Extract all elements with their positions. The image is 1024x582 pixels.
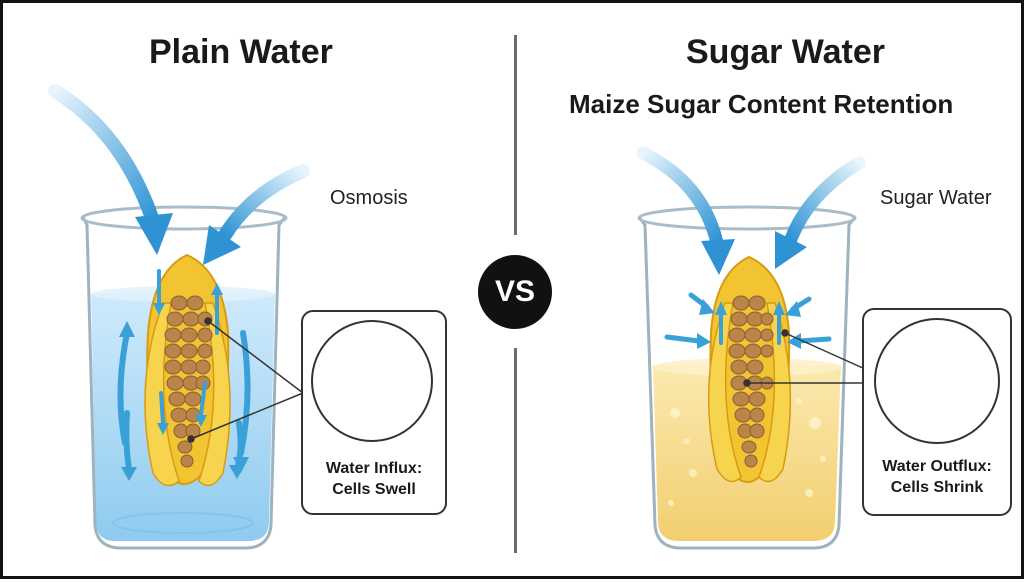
center-divider-bottom <box>514 348 517 553</box>
right-beaker-glass <box>637 216 857 550</box>
water-outflux-line2: Cells Shrink <box>890 479 984 496</box>
right-connector-lines <box>743 329 866 387</box>
water-outflux-line1: Water Outflux: <box>882 458 992 475</box>
water-influx-line2: Cells Swell <box>332 481 416 498</box>
sugar-water-label: Sugar Water <box>880 187 992 209</box>
sugar-water-title: Sugar Water <box>686 33 886 71</box>
water-outflux-callout: Water Outflux: Cells Shrink <box>862 308 1012 516</box>
right-corn <box>707 255 792 483</box>
left-beaker-glass <box>81 216 287 550</box>
sugar-retention-subtitle: Maize Sugar Content Retention <box>569 89 954 119</box>
left-corn <box>144 253 231 487</box>
left-connector-lines <box>187 317 304 443</box>
plain-water-title: Plain Water <box>149 33 333 71</box>
water-outflux-caption: Water Outflux: Cells Shrink <box>864 456 1010 498</box>
osmosis-label: Osmosis <box>330 187 408 209</box>
water-influx-callout: Water Influx: Cells Swell <box>301 310 447 515</box>
left-inflow-arrows <box>48 84 310 265</box>
center-divider-top <box>514 35 517 235</box>
right-inflow-arrows <box>636 146 866 275</box>
vs-badge: VS <box>478 255 552 329</box>
water-influx-caption: Water Influx: Cells Swell <box>303 458 445 500</box>
water-influx-line1: Water Influx: <box>325 460 423 477</box>
